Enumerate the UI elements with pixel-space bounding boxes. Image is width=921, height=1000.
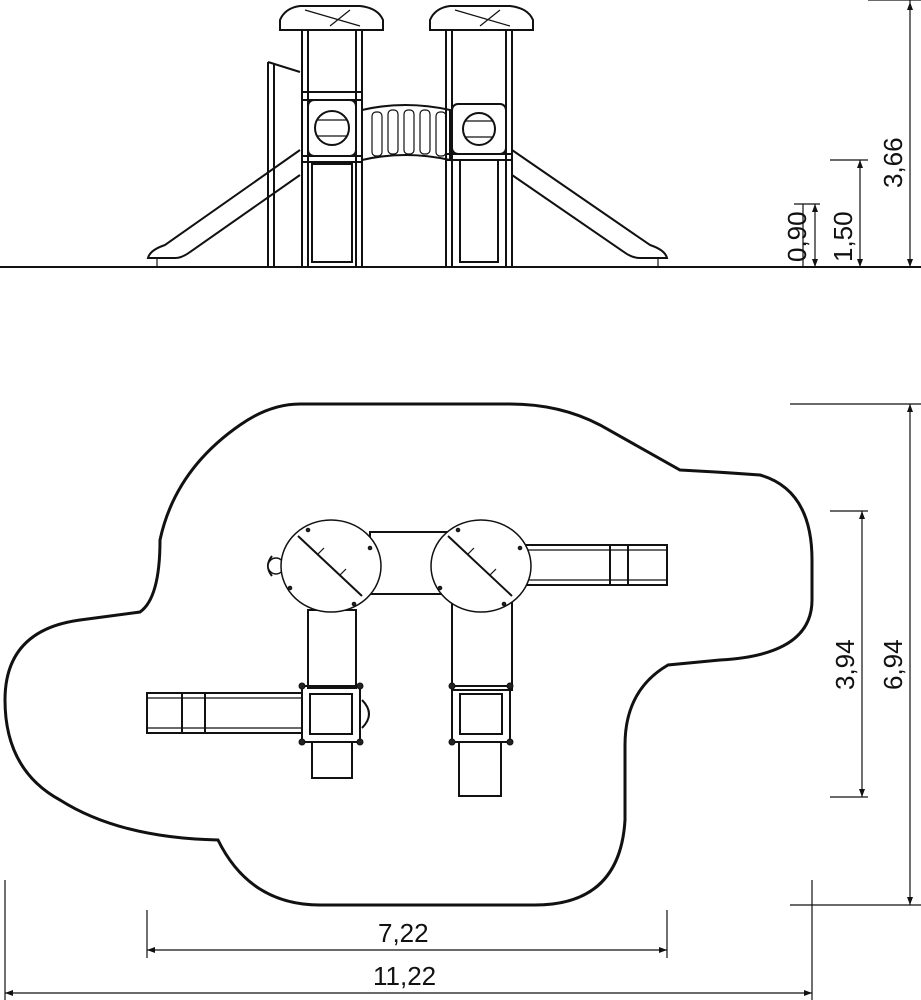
left-lower-deck bbox=[298, 682, 370, 746]
climbing-wall-plan bbox=[307, 609, 357, 689]
plan-view: 3,94 6,94 7,22 11,22 bbox=[3, 402, 921, 1000]
dimension-label-394: 3,94 bbox=[830, 639, 860, 690]
right-ladder-plan bbox=[458, 741, 502, 797]
dimension-label-366: 3,66 bbox=[878, 137, 908, 188]
connecting-bridge bbox=[361, 104, 451, 162]
elevation-view: 0,90 1,50 3,66 bbox=[0, 0, 921, 268]
left-side-panel bbox=[267, 61, 301, 267]
left-slide bbox=[146, 149, 301, 259]
right-tower bbox=[429, 5, 534, 267]
dimension-label-150: 1,50 bbox=[828, 211, 858, 262]
right-roof-plan bbox=[430, 519, 532, 613]
right-lower-deck bbox=[448, 682, 514, 746]
elevation-dimensions: 0,90 1,50 3,66 bbox=[782, 0, 921, 267]
plan-dimensions: 3,94 6,94 7,22 11,22 bbox=[4, 403, 921, 1000]
safety-zone-outline bbox=[3, 402, 814, 907]
dimension-label-694: 6,94 bbox=[878, 639, 908, 690]
right-slide bbox=[511, 149, 669, 259]
right-slide-plan bbox=[511, 544, 668, 586]
left-slide-plan bbox=[146, 692, 303, 734]
left-steps-plan bbox=[311, 741, 353, 779]
left-roof-plan bbox=[267, 519, 382, 613]
right-deck-plan bbox=[451, 599, 513, 691]
dimension-label-722: 7,22 bbox=[378, 918, 429, 948]
dimension-label-1122: 11,22 bbox=[373, 961, 436, 991]
dimension-label-090: 0,90 bbox=[782, 211, 812, 262]
left-tower bbox=[279, 5, 384, 267]
